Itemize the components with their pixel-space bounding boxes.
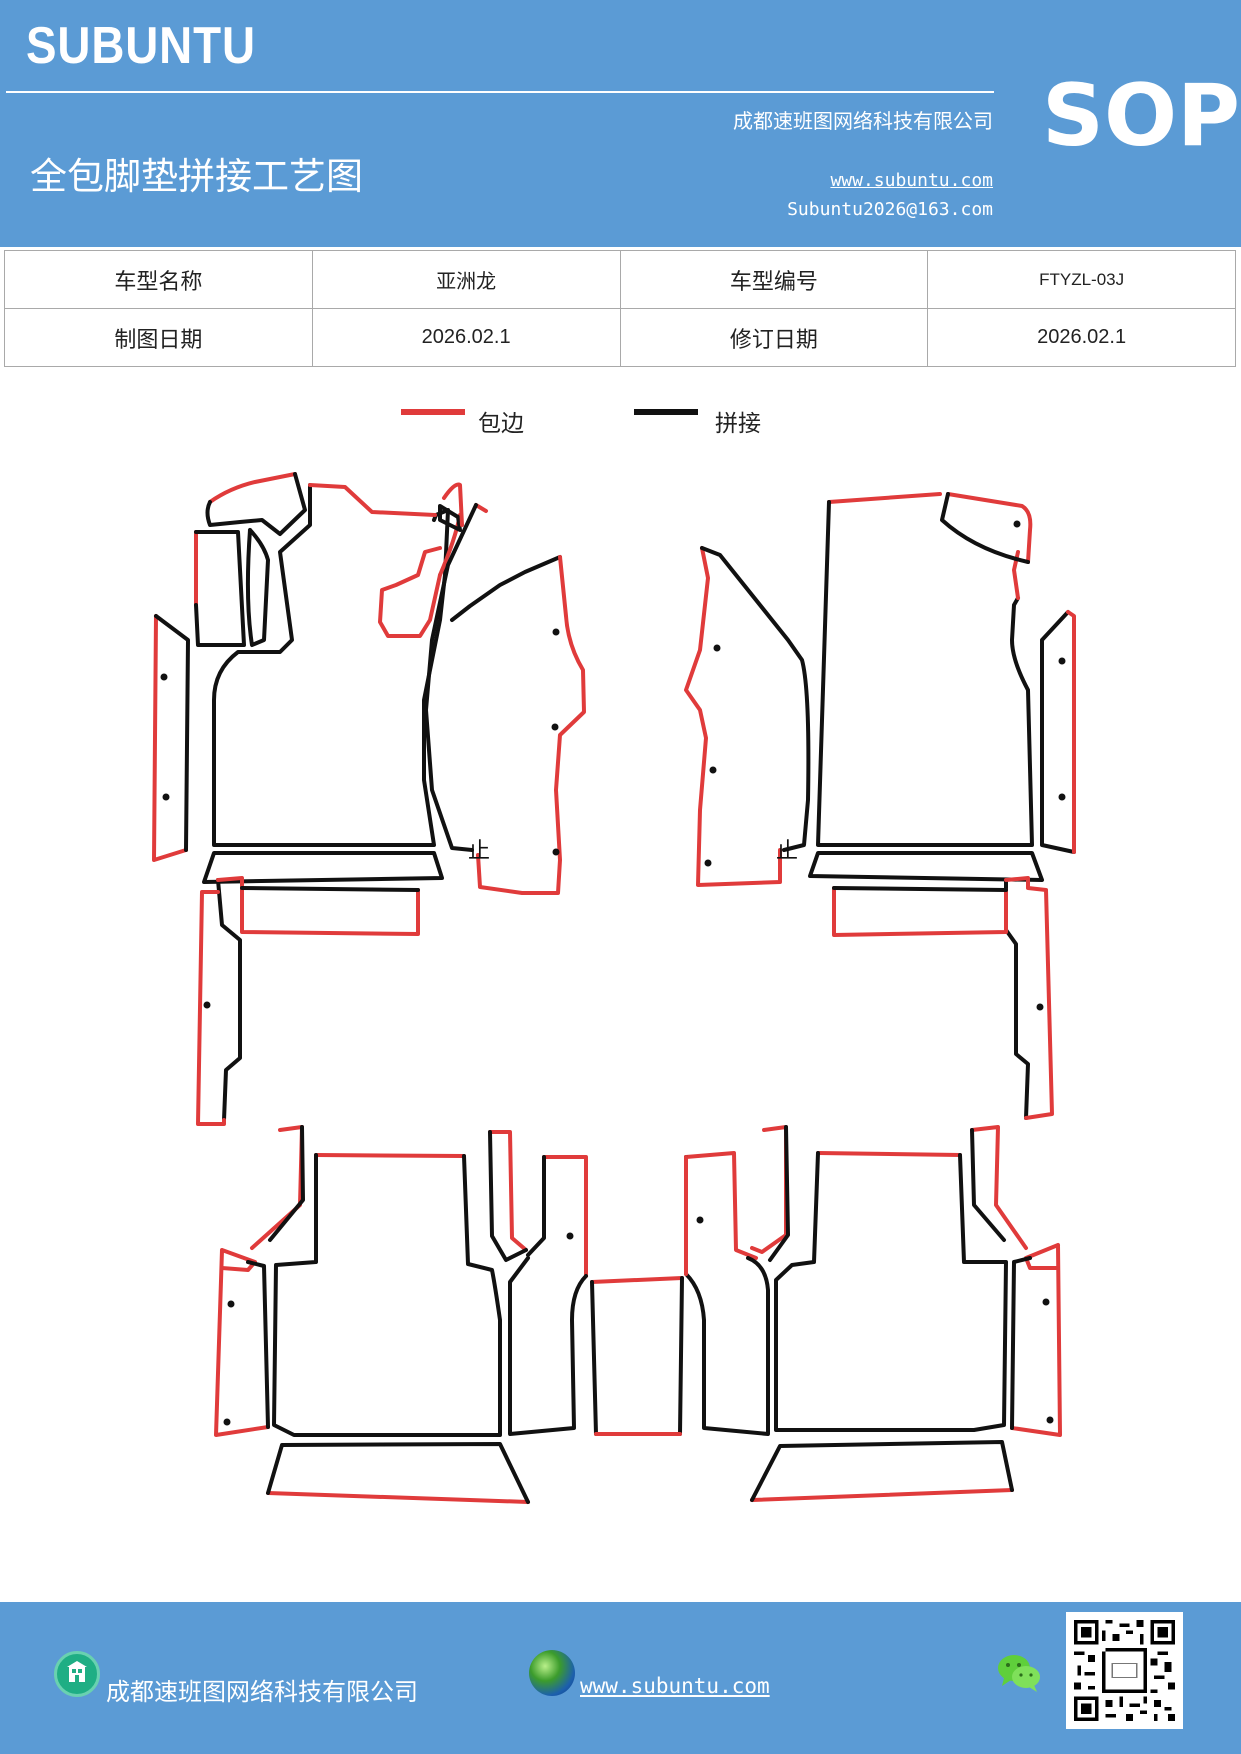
legend-join-swatch <box>634 409 698 415</box>
stop-mark-right: 止 <box>776 839 798 864</box>
building-icon <box>54 1651 100 1697</box>
front-left-mat-group: 止 <box>152 472 586 1126</box>
vehicle-info-table: 车型名称 亚洲龙 车型编号 FTYZL-03J 制图日期 2026.02.1 修… <box>4 250 1236 367</box>
legend-edge-swatch <box>401 409 465 415</box>
header-email[interactable]: Subuntu2026@163.com <box>787 199 993 220</box>
table-row: 车型名称 亚洲龙 车型编号 FTYZL-03J <box>4 250 1236 309</box>
model-code-label: 车型编号 <box>619 250 929 309</box>
draw-date-value: 2026.02.1 <box>311 308 621 367</box>
wechat-icon[interactable] <box>996 1652 1042 1694</box>
center-tunnel-mat <box>590 1276 684 1436</box>
revise-date-value: 2026.02.1 <box>927 308 1236 367</box>
header-banner: SUBUNTU 成都速班图网络科技有限公司 全包脚垫拼接工艺图 www.subu… <box>0 0 1241 247</box>
model-name-label: 车型名称 <box>4 250 313 309</box>
table-row: 制图日期 2026.02.1 修订日期 2026.02.1 <box>4 308 1236 367</box>
stop-mark-left: 止 <box>468 839 490 864</box>
rear-left-mat-group <box>214 1125 588 1504</box>
qr-code-image <box>1066 1612 1183 1729</box>
header-website-link[interactable]: www.subuntu.com <box>830 170 993 191</box>
front-right-mat-group: 止 <box>684 492 1076 1120</box>
draw-date-label: 制图日期 <box>4 308 313 367</box>
legend-join-label: 拼接 <box>715 411 761 437</box>
footer-website-link[interactable]: www.subuntu.com <box>580 1674 770 1698</box>
revise-date-label: 修订日期 <box>619 308 929 367</box>
rear-right-mat-group <box>684 1125 1062 1502</box>
globe-icon <box>529 1650 575 1696</box>
legend-edge-label: 包边 <box>478 411 524 437</box>
header-divider <box>6 91 994 93</box>
sop-badge: SOP <box>1042 66 1241 166</box>
model-code-value: FTYZL-03J <box>927 250 1236 309</box>
page-title: 全包脚垫拼接工艺图 <box>30 155 363 198</box>
header-company-name: 成都速班图网络科技有限公司 <box>733 109 993 133</box>
brand-logo: SUBUNTU <box>26 17 256 75</box>
footer-company-name: 成都速班图网络科技有限公司 <box>106 1678 418 1706</box>
floor-mat-diagram: 止 止 <box>0 440 1241 1520</box>
model-name-value: 亚洲龙 <box>311 250 621 309</box>
